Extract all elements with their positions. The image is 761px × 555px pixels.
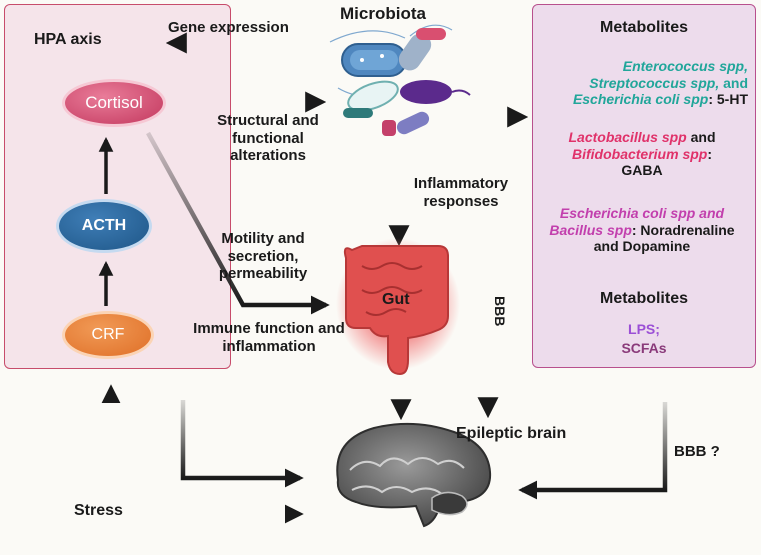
brain-icon (336, 422, 492, 528)
group2-and-text: and (690, 129, 716, 145)
microbiota-title: Microbiota (340, 4, 426, 23)
inflammatory-label: Inflammatory responses (413, 175, 509, 210)
escherichia-text: Escherichia coli spp (572, 91, 709, 108)
group2-colon-text: : (707, 145, 713, 162)
crf-label: CRF (91, 326, 125, 343)
epileptic-brain-label: Epileptic brain (456, 425, 567, 442)
dopamine-text: and Dopamine (593, 238, 691, 255)
metabolites-title-2: Metabolites (599, 290, 688, 307)
bifidobacterium-text: Bifidobacterium spp (571, 145, 708, 162)
bacillus-text: Bacillus spp (549, 221, 632, 238)
metabolites-group-3: Escherichia coli spp and Bacillus spp: N… (536, 205, 748, 255)
gut-label: Gut (382, 291, 410, 308)
enterococcus-text: Enterococcus spp, (622, 58, 748, 74)
bbb-question-label: BBB ? (674, 443, 720, 460)
bacteria-cluster-icon (329, 24, 471, 136)
metabolites-title: Metabolites (599, 19, 688, 36)
lps-text: LPS; (628, 321, 660, 337)
metabolites-bbb-arrow (518, 402, 668, 500)
group1-and-text: and (723, 74, 748, 91)
metabolites-panel (532, 4, 756, 368)
noradrenaline-text: : Noradrenaline (631, 221, 735, 238)
cortisol-to-gut-arrow (146, 131, 330, 315)
hpa-to-brain-arrow (180, 400, 304, 488)
cortisol-node: Cortisol (62, 79, 166, 127)
acth-label: ACTH (81, 217, 127, 234)
streptococcus-text: Streptococcus spp, (589, 74, 720, 91)
cortisol-label: Cortisol (85, 93, 143, 112)
hpa-axis-panel (4, 4, 231, 369)
immune-label: Immune function and inflammation (193, 320, 345, 355)
bbb-label: BBB (492, 296, 508, 327)
gene-expression-label: Gene expression (168, 19, 289, 36)
gut-icon (336, 238, 460, 376)
structural-label: Structural and functional alterations (217, 112, 319, 165)
gaba-text: GABA (621, 162, 663, 179)
stress-label: Stress (74, 502, 123, 519)
scfas-text: SCFAs (621, 340, 667, 356)
serotonin-text: : 5-HT (708, 91, 748, 108)
crf-node: CRF (62, 311, 154, 359)
metabolites-group-2: Lactobacillus spp and Bifidobacterium sp… (536, 129, 748, 179)
metabolites-group-1: Enterococcus spp, Streptococcus spp, and… (536, 58, 748, 108)
hpa-axis-title: HPA axis (34, 31, 102, 48)
escherichia-coli-text: Escherichia coli spp and (559, 205, 725, 221)
motility-label: Motility and secretion, permeability (218, 230, 308, 283)
acth-node: ACTH (56, 199, 152, 253)
lactobacillus-text: Lactobacillus spp (568, 129, 687, 145)
